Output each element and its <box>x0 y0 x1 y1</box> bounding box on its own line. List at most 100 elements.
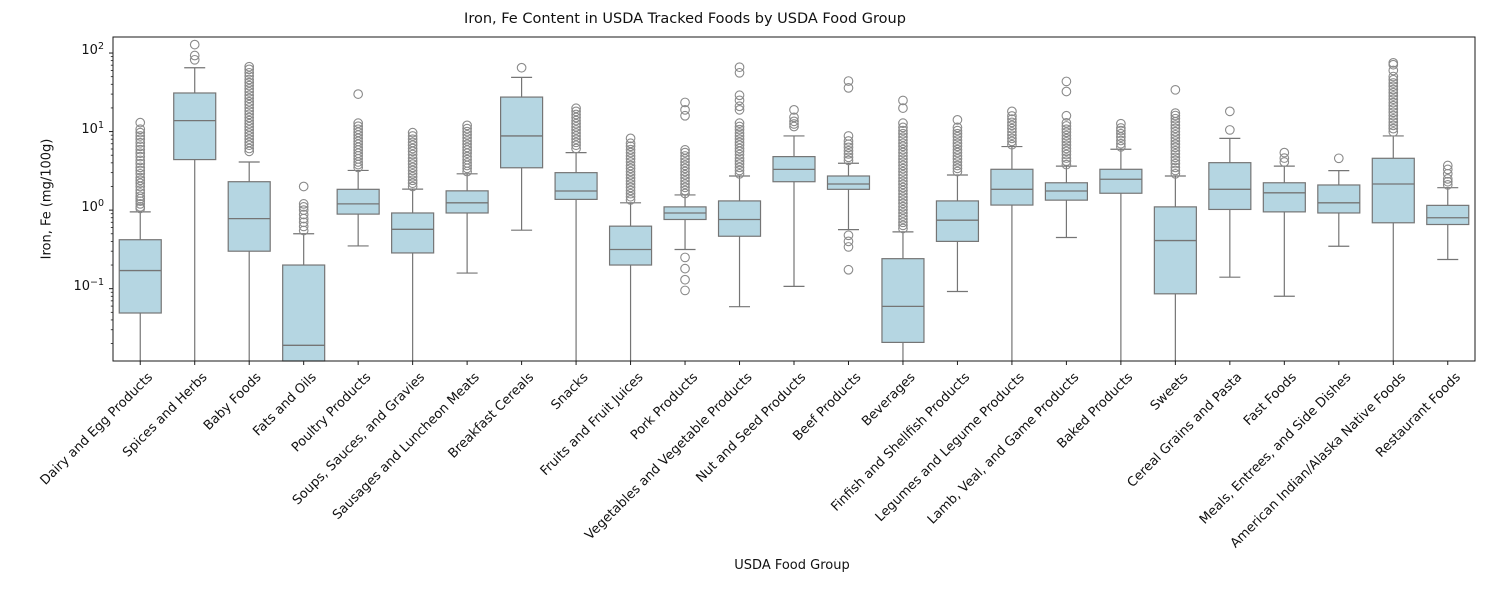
outlier-point <box>571 115 581 126</box>
outlier-point <box>1061 127 1072 138</box>
outlier-point <box>898 157 908 168</box>
outlier-point <box>135 185 146 195</box>
outlier-point <box>734 105 745 115</box>
outlier-point <box>898 170 908 180</box>
outlier-point <box>680 160 690 171</box>
outlier-point <box>625 166 636 177</box>
outlier-point <box>898 192 908 202</box>
outlier-point <box>680 185 690 196</box>
outlier-point <box>1388 78 1399 88</box>
outlier-point <box>407 137 418 148</box>
outlier-point <box>1170 145 1181 156</box>
outlier-point <box>680 163 690 174</box>
outlier-point <box>407 159 418 169</box>
outlier-point <box>734 159 745 169</box>
outlier-point <box>734 143 745 154</box>
outlier-point <box>244 67 255 78</box>
outlier-point <box>1170 155 1181 166</box>
outlier-point <box>734 67 745 78</box>
outlier-point <box>1170 84 1181 95</box>
outlier-point <box>843 131 854 141</box>
outlier-point <box>1007 123 1017 134</box>
outlier-point <box>1388 100 1399 111</box>
outlier-point <box>898 144 908 155</box>
outlier-point <box>789 119 799 129</box>
outlier-point <box>734 101 745 112</box>
outlier-point <box>462 136 472 146</box>
outlier-point <box>1279 157 1290 167</box>
outlier-point <box>1279 147 1290 158</box>
outlier-point <box>1388 117 1399 127</box>
chart-title: Iron, Fe Content in USDA Tracked Foods b… <box>464 11 906 27</box>
outlier-point <box>462 139 472 150</box>
outlier-point <box>407 168 418 179</box>
outlier-point <box>734 156 745 167</box>
outlier-point <box>135 134 146 145</box>
outlier-point <box>625 160 636 171</box>
outlier-point <box>843 149 854 159</box>
outlier-point <box>1388 84 1399 95</box>
outlier-point <box>1116 128 1126 139</box>
outlier-point <box>244 99 255 110</box>
box-14 <box>826 175 871 190</box>
outlier-point <box>244 90 255 101</box>
outlier-point <box>135 155 146 166</box>
outlier-point <box>298 205 309 215</box>
box-3 <box>227 181 271 252</box>
outlier-point <box>898 195 908 205</box>
outlier-point <box>407 143 418 154</box>
outlier-point <box>1116 138 1126 149</box>
outlier-point <box>952 166 963 177</box>
outlier-point <box>1007 120 1017 131</box>
outlier-point <box>680 176 690 186</box>
outlier-point <box>244 87 255 97</box>
outlier-point <box>244 61 255 72</box>
outlier-point <box>898 147 908 158</box>
y-tick-label: 102 <box>81 41 104 59</box>
outlier-point <box>952 153 963 164</box>
outlier-point <box>244 83 255 94</box>
outlier-point <box>1170 142 1181 153</box>
outlier-point <box>298 217 309 228</box>
outlier-point <box>843 152 854 163</box>
outlier-point <box>734 128 745 138</box>
outlier-point <box>244 121 255 132</box>
outlier-point <box>898 217 908 228</box>
outlier-point <box>353 121 364 132</box>
outlier-point <box>898 95 908 106</box>
outlier-point <box>135 188 146 198</box>
outlier-point <box>1388 87 1399 98</box>
outlier-point <box>1061 156 1072 167</box>
outlier-point <box>680 105 690 115</box>
outlier-point <box>843 142 854 153</box>
outlier-point <box>680 274 690 285</box>
box-16 <box>935 200 980 242</box>
outlier-point <box>843 264 854 275</box>
box-9 <box>554 172 598 200</box>
outlier-point <box>1388 110 1399 121</box>
outlier-point <box>898 141 908 152</box>
outlier-point <box>1116 123 1126 133</box>
outlier-point <box>898 132 908 142</box>
outlier-point <box>952 135 963 145</box>
outlier-point <box>244 125 255 135</box>
box-22 <box>1262 182 1306 213</box>
outlier-point <box>135 148 146 159</box>
outlier-point <box>571 140 581 151</box>
outlier-point <box>1224 106 1235 117</box>
outlier-point <box>952 147 963 158</box>
outlier-point <box>244 80 255 91</box>
outlier-point <box>898 214 908 224</box>
y-tick-label: 101 <box>81 119 104 137</box>
outlier-point <box>898 128 908 139</box>
outlier-point <box>353 89 364 99</box>
outlier-point <box>625 182 636 193</box>
outlier-point <box>244 93 255 104</box>
outlier-point <box>571 112 581 123</box>
outlier-point <box>407 127 418 138</box>
outlier-point <box>1116 135 1126 146</box>
outlier-point <box>244 134 255 145</box>
outlier-point <box>462 151 472 162</box>
outlier-point <box>1279 153 1290 163</box>
outlier-point <box>462 145 472 156</box>
